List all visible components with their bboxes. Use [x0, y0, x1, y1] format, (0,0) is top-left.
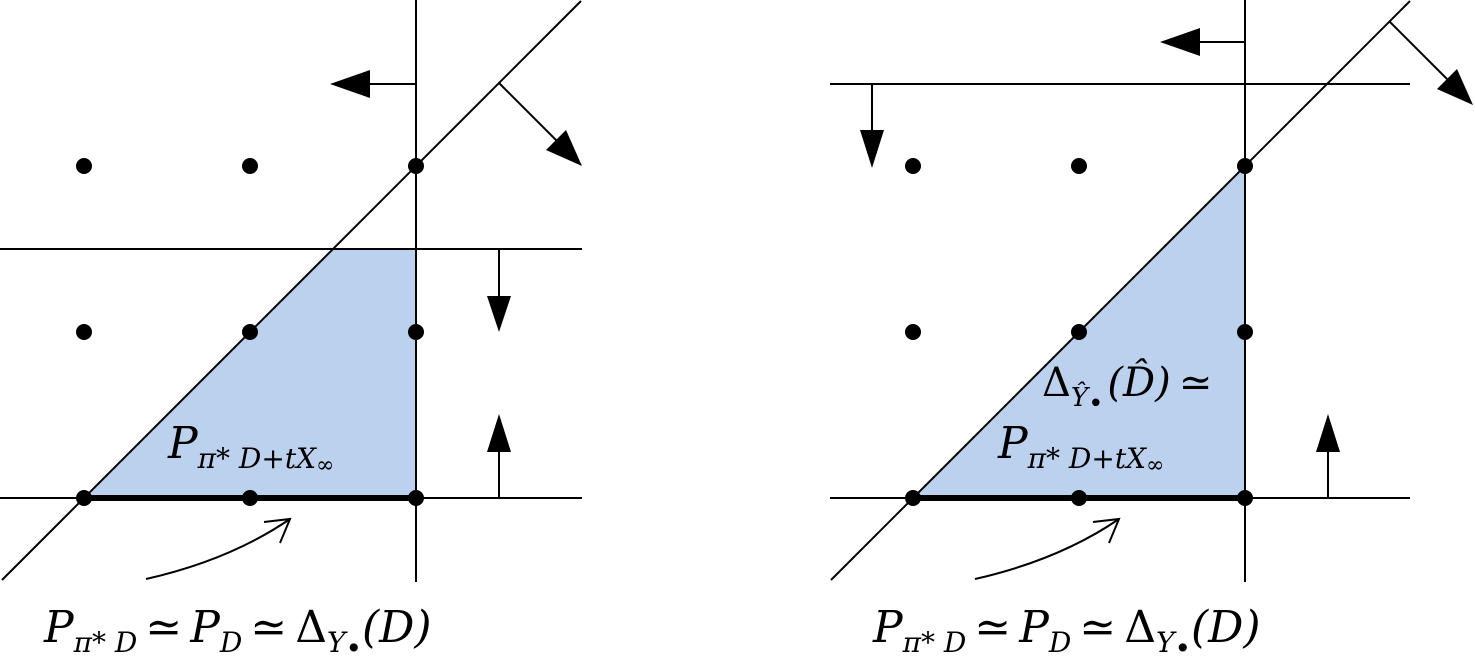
right-region-label: Pπ* D+tX∞	[997, 418, 1164, 478]
left-lattice-point	[242, 324, 258, 340]
right-arrow-up	[1316, 414, 1340, 498]
right-lattice-point	[1237, 324, 1253, 340]
left-lattice-point	[76, 490, 92, 506]
left-arrow-diagonal	[498, 82, 582, 166]
right-diagonal-line	[830, 0, 1411, 581]
left-arrow-down	[487, 249, 511, 332]
left-lattice-point	[408, 490, 424, 506]
right-lattice-point	[1071, 324, 1087, 340]
right-region-label-line1: ΔŶ•(D̂)≃	[1042, 360, 1212, 419]
right-caption: Pπ* D≃PD≃ΔY•(D)	[872, 602, 1261, 662]
right-curved-arrow	[974, 517, 1121, 580]
right-arrow-down	[860, 84, 884, 168]
left-lattice-point	[76, 324, 92, 340]
left-region-label: Pπ* D+tX∞	[167, 418, 334, 478]
right-lattice-point	[1237, 490, 1253, 506]
right-lattice-point	[905, 490, 921, 506]
left-curved-arrow	[145, 517, 292, 580]
left-lattice-point	[76, 158, 92, 174]
left-panel: Pπ* D+tX∞ Pπ* D≃PD≃ΔY•(D)	[0, 0, 582, 662]
right-lattice-point	[905, 158, 921, 174]
left-arrow-up	[487, 414, 511, 498]
right-arrow-diagonal	[1389, 21, 1473, 105]
right-lattice-point	[1237, 158, 1253, 174]
left-arrow-left	[330, 70, 416, 98]
left-diagonal-line	[1, 0, 582, 581]
right-lattice-point	[1071, 158, 1087, 174]
left-lattice-point	[408, 158, 424, 174]
right-panel: ΔŶ•(D̂)≃ Pπ* D+tX∞ Pπ* D≃PD≃ΔY•(D)	[830, 0, 1473, 662]
right-lattice-point	[1071, 490, 1087, 506]
left-lattice-point	[408, 324, 424, 340]
left-lattice-point	[242, 158, 258, 174]
left-caption: Pπ* D≃PD≃ΔY•(D)	[43, 602, 432, 662]
left-shaded-region	[84, 249, 416, 498]
right-arrow-left	[1160, 28, 1245, 56]
right-lattice-point	[905, 324, 921, 340]
left-lattice-point	[242, 490, 258, 506]
